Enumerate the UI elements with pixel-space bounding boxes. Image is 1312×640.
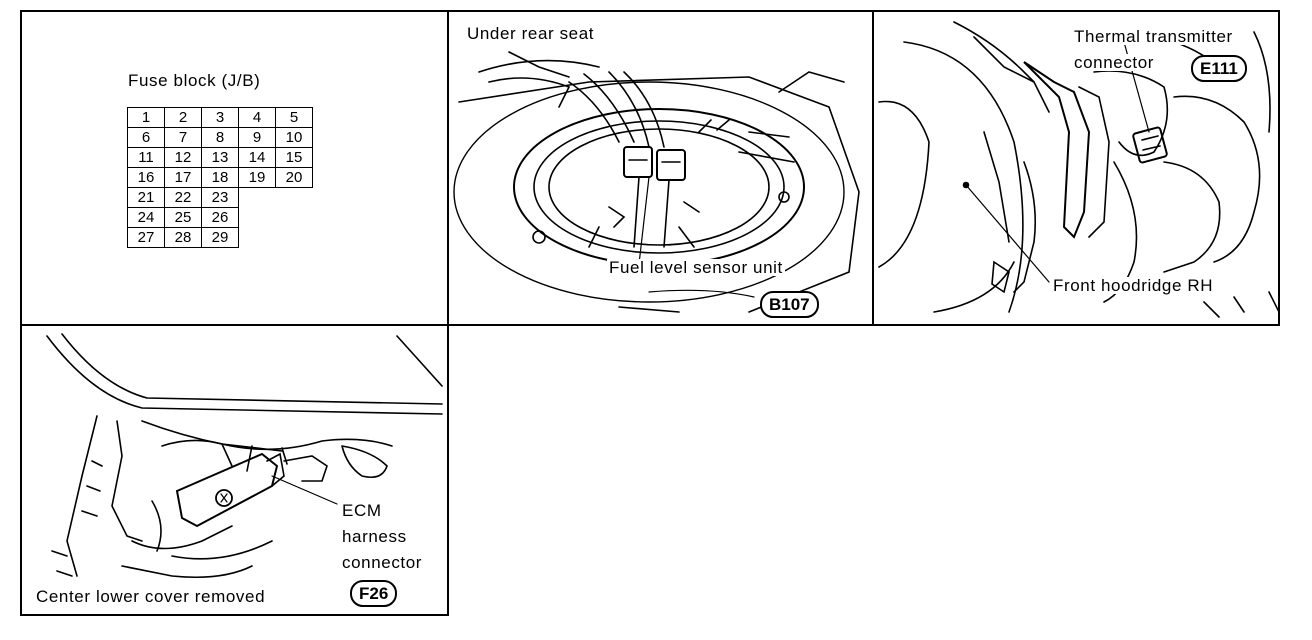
connector-badge-e111: E111 bbox=[1191, 55, 1247, 82]
thermal-location-label: Front hoodridge RH bbox=[1051, 276, 1216, 295]
fuse-cell: 17 bbox=[164, 167, 202, 188]
fuse-cell: 4 bbox=[238, 107, 276, 128]
fuse-cell: 15 bbox=[275, 147, 313, 168]
ecm-component-label-line1: ECM bbox=[342, 501, 382, 520]
connector-badge-f26: F26 bbox=[350, 580, 398, 607]
ecm-location-label: Center lower cover removed bbox=[34, 587, 268, 606]
fuse-cell: 5 bbox=[275, 107, 313, 128]
fuse-cell: 6 bbox=[127, 127, 165, 148]
fuse-cell: 29 bbox=[201, 227, 239, 248]
fuse-cell: 11 bbox=[127, 147, 165, 168]
fuel-component-label: Fuel level sensor unit bbox=[607, 258, 785, 277]
fuse-cell: 2 bbox=[164, 107, 202, 128]
fuse-cell: 8 bbox=[201, 127, 239, 148]
fuse-cell: 1 bbox=[127, 107, 165, 128]
fuse-cell: 23 bbox=[201, 187, 239, 208]
thermal-component-label-line2: connector bbox=[1072, 53, 1157, 72]
fuse-cell: 3 bbox=[201, 107, 239, 128]
ecm-component-label-line2: harness bbox=[342, 527, 407, 546]
fuse-cell: 27 bbox=[127, 227, 165, 248]
fuse-cell-empty bbox=[276, 188, 313, 208]
fuse-cell: 21 bbox=[127, 187, 165, 208]
fuse-cell: 12 bbox=[164, 147, 202, 168]
fuse-cell: 26 bbox=[201, 207, 239, 228]
fuse-block-title: Fuse block (J/B) bbox=[128, 71, 261, 90]
ecm-connector-panel: ECM harness connector F26 Center lower c… bbox=[20, 324, 449, 616]
ecm-component-label-line3: connector bbox=[342, 553, 423, 572]
fuse-cell: 20 bbox=[275, 167, 313, 188]
fuse-cell-empty bbox=[276, 208, 313, 228]
ecm-connector-illustration bbox=[46, 333, 443, 578]
fuse-cell: 13 bbox=[201, 147, 239, 168]
fuse-cell: 25 bbox=[164, 207, 202, 228]
fuse-cell: 9 bbox=[238, 127, 276, 148]
fuse-cell: 22 bbox=[164, 187, 202, 208]
fuel-location-label: Under rear seat bbox=[467, 24, 595, 43]
fuse-cell-empty bbox=[239, 228, 276, 248]
fuel-sensor-panel: Under rear seat Fuel level sensor unit B… bbox=[447, 10, 874, 326]
thermal-component-label-line1: Thermal transmitter bbox=[1072, 27, 1235, 46]
connector-badge-b107: B107 bbox=[760, 291, 819, 318]
fuse-cell: 28 bbox=[164, 227, 202, 248]
fuse-cell-empty bbox=[239, 208, 276, 228]
fuse-cell-empty bbox=[239, 188, 276, 208]
fuse-cell: 7 bbox=[164, 127, 202, 148]
thermal-transmitter-panel: Thermal transmitter connector E111 Front… bbox=[872, 10, 1280, 326]
thermal-transmitter-illustration bbox=[878, 21, 1278, 318]
fuse-cell-empty bbox=[276, 228, 313, 248]
fuse-cell: 18 bbox=[201, 167, 239, 188]
fuse-cell: 16 bbox=[127, 167, 165, 188]
fuse-cell: 24 bbox=[127, 207, 165, 228]
fuse-cell: 14 bbox=[238, 147, 276, 168]
fuse-cell: 10 bbox=[275, 127, 313, 148]
fuse-cell: 19 bbox=[238, 167, 276, 188]
fuel-sensor-illustration bbox=[453, 51, 860, 313]
